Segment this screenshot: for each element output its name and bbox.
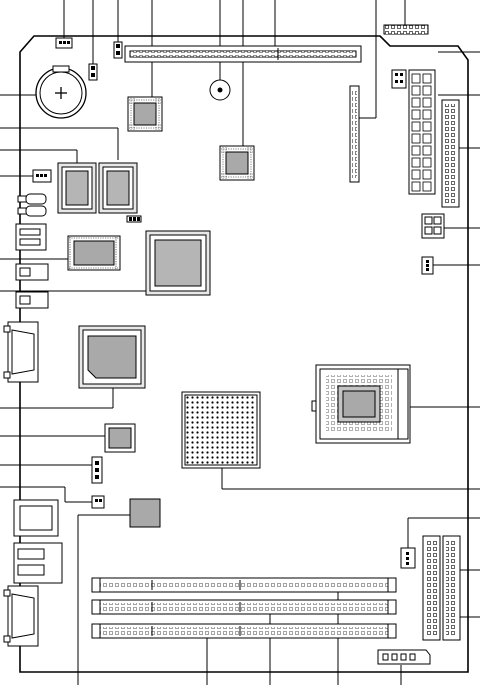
- bios-chip: [127, 96, 163, 132]
- led-indicators: [17, 193, 47, 217]
- usb-port-bottom: [13, 542, 63, 584]
- floppy-power-connector: [377, 649, 431, 665]
- clock-chip: [104, 423, 136, 453]
- jumper-2pin: [91, 495, 105, 509]
- board-outline: [19, 35, 469, 673]
- small-header-near-power: [391, 69, 407, 89]
- ide-connector-1: [422, 535, 441, 641]
- network-chip-2: [98, 162, 138, 214]
- network-chip-1: [57, 162, 97, 214]
- video-memory-chip: [67, 235, 121, 271]
- floppy-connector: [441, 99, 460, 208]
- fan-header-right: [421, 256, 434, 275]
- front-panel-header: [383, 24, 429, 35]
- jumper-top: [113, 41, 123, 59]
- cpu-socket: [311, 364, 411, 444]
- battery: [35, 65, 87, 119]
- serial-port-top: [3, 321, 39, 383]
- fan-header-top-left: [55, 37, 73, 49]
- atx-power-connector: [408, 69, 436, 195]
- usb-port-top: [15, 223, 47, 251]
- ethernet-port: [13, 499, 59, 537]
- aux-power-connector: [421, 213, 445, 239]
- dimm-slot-3: [91, 623, 397, 639]
- port-small-1: [15, 263, 49, 281]
- dimm-slot-2: [91, 599, 397, 615]
- io-controller-chip: [219, 145, 255, 181]
- fan-header-bottom: [400, 547, 416, 569]
- agp-slot: [124, 45, 362, 63]
- header-vertical-3pin: [91, 456, 103, 484]
- fan-header-left: [32, 169, 52, 183]
- south-bridge-bga: [181, 391, 261, 469]
- port-small-2: [15, 291, 49, 309]
- jumper-left: [88, 63, 98, 81]
- ide-connector-2: [442, 535, 461, 641]
- buzzer: [209, 79, 231, 101]
- video-controller-chip: [145, 230, 211, 296]
- serial-port-bottom: [3, 585, 39, 647]
- small-jumper-mid: [126, 215, 142, 223]
- riser-slot-vertical: [349, 85, 360, 183]
- sio-chip-dark: [129, 498, 161, 528]
- dimm-slot-1: [91, 577, 397, 593]
- north-bridge-chip: [78, 325, 146, 389]
